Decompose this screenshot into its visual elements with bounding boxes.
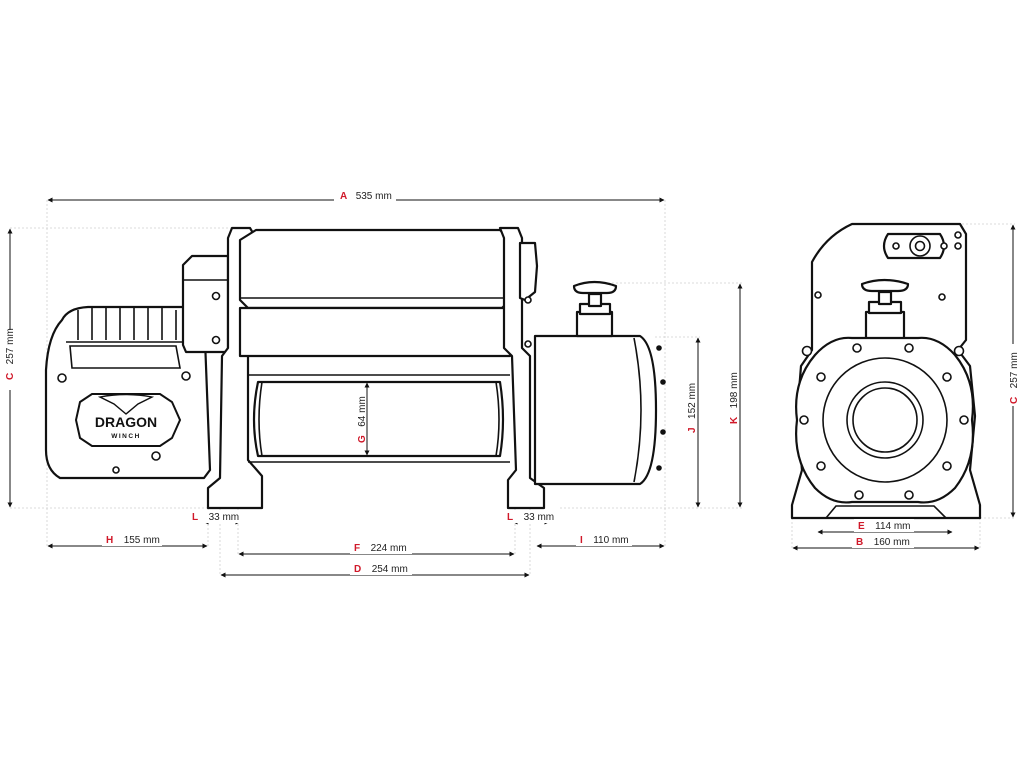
dim-c-left-label: C 257 mm — [0, 328, 17, 380]
cable-drum — [252, 380, 505, 458]
dragon-winch-logo: DRAGON WINCH — [74, 393, 182, 447]
dim-j-label: J 152 mm — [682, 383, 699, 433]
dim-k-label: K 198 mm — [724, 372, 741, 424]
dimension-labels: A 535 mm C 257 mm L 33 mm L 33 mm H 155 … — [0, 186, 1021, 576]
winch-end-view — [790, 222, 982, 520]
dim-l-right-label: L 33 mm — [507, 507, 554, 524]
motor-cooling-fins — [66, 308, 196, 343]
dim-a-label: A 535 mm — [340, 186, 392, 203]
end-flange-bolts — [799, 343, 969, 500]
end-clutch-handle — [860, 278, 910, 342]
motor-label-plate — [69, 345, 181, 369]
gearbox-housing — [533, 334, 658, 486]
dim-l-left-label: L 33 mm — [192, 507, 239, 524]
logo-brand: DRAGON — [95, 414, 157, 430]
dim-e-label: E 114 mm — [858, 516, 911, 533]
dim-c-right-label: C 257 mm — [1004, 352, 1021, 404]
tie-bar — [238, 306, 512, 358]
dim-b-label: B 160 mm — [856, 532, 910, 549]
clutch-handle — [572, 280, 618, 338]
winch-side-view: DRAGON WINCH — [44, 226, 666, 510]
dim-f-label: F 224 mm — [354, 538, 407, 555]
dim-g-label: G 64 mm — [352, 396, 369, 443]
drum-cover — [238, 228, 512, 310]
control-box — [181, 254, 230, 354]
dim-i-label: I 110 mm — [580, 530, 629, 547]
dim-d-label: D 254 mm — [354, 559, 408, 576]
end-flange — [795, 336, 974, 504]
dim-h-label: H 155 mm — [106, 530, 160, 547]
logo-sub: WINCH — [111, 433, 141, 440]
